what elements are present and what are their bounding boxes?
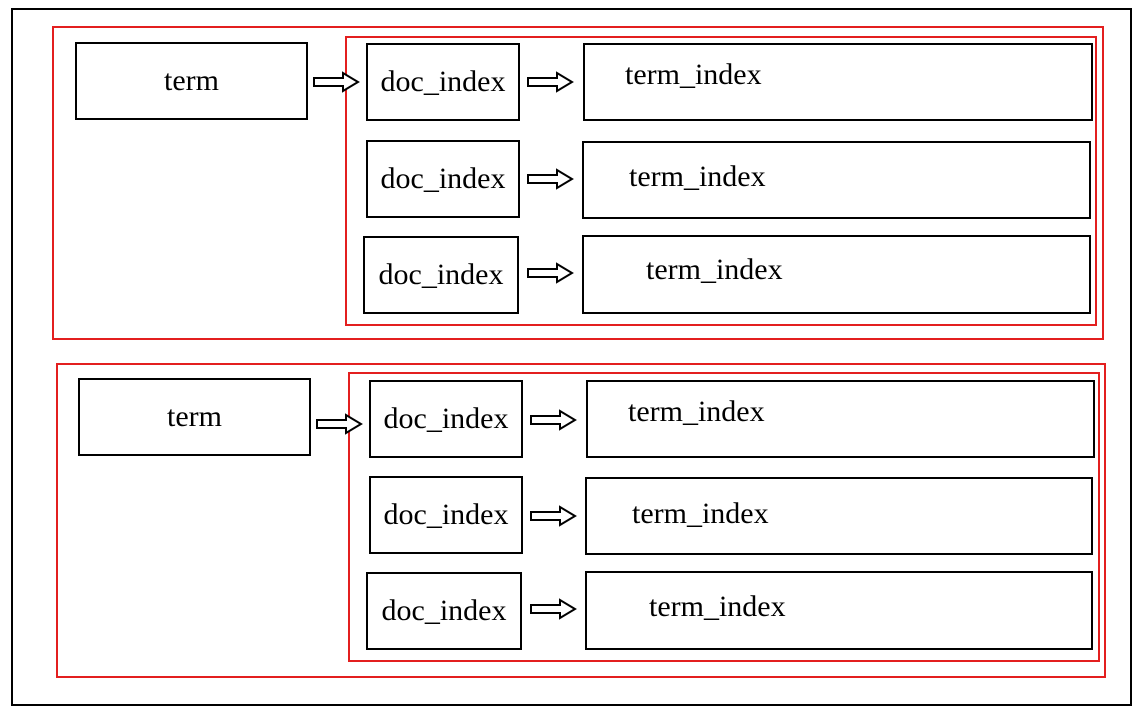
arrow-icon [316,413,363,435]
doc-index-box: doc_index [363,236,519,314]
doc-index-box: doc_index [369,380,523,458]
term-index-box: term_index [583,43,1093,121]
term-box: term [78,378,311,456]
doc-index-box: doc_index [366,140,520,218]
arrow-icon [530,409,577,431]
term-index-box: term_index [586,380,1095,458]
term-index-box: term_index [585,477,1093,555]
term-group-outline [56,363,1106,678]
arrow-icon [530,505,577,527]
term-group-outline [52,26,1104,340]
term-index-box: term_index [585,571,1093,650]
posting-list-outline [348,372,1100,662]
term-box: term [75,42,308,120]
posting-list-outline [345,36,1097,326]
arrow-icon [313,71,360,93]
arrow-icon [527,168,574,190]
doc-index-box: doc_index [366,572,522,650]
arrow-icon [530,598,577,620]
doc-index-box: doc_index [369,476,523,554]
term-index-box: term_index [582,141,1091,219]
arrow-icon [527,262,574,284]
term-index-box: term_index [582,235,1091,314]
arrow-icon [527,71,574,93]
doc-index-box: doc_index [366,43,520,121]
